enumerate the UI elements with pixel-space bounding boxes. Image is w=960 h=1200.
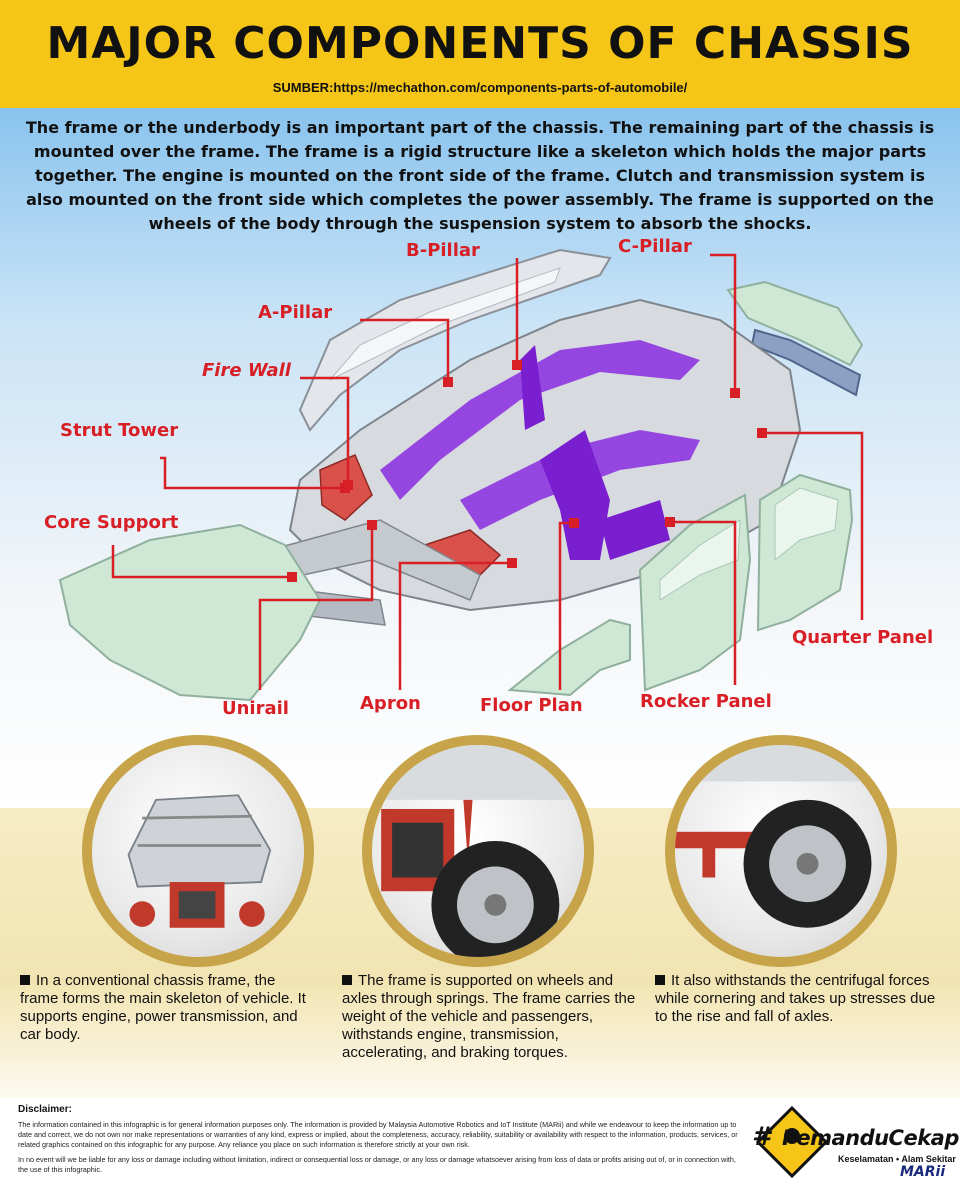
label-apron: Apron [360,693,421,714]
axle-photo-circle [665,735,897,967]
header-banner [0,0,960,108]
bullet-point-3: It also withstands the centrifugal force… [655,972,936,1025]
logo-brand: MARii [900,1164,946,1180]
disclaimer-paragraph-2: In no event will we be liable for any lo… [18,1155,736,1174]
label-c-pillar: C-Pillar [618,236,692,257]
source-link[interactable]: SUMBER:https://mechathon.com/components-… [272,80,688,95]
label-rocker-panel: Rocker Panel [640,691,772,712]
label-b-pillar: B-Pillar [406,240,480,261]
logo-tagline: Keselamatan • Alam Sekitar [838,1154,956,1164]
label-strut-tower: Strut Tower [60,420,179,441]
suspension-photo-circle [362,735,594,967]
bullet-point-2: The frame is supported on wheels and axl… [342,972,636,1061]
logo-hash: # [752,1122,771,1152]
bullet-square-icon [342,975,352,985]
bullet-point-1: In a conventional chassis frame, the fra… [20,972,306,1043]
bullet-square-icon [20,975,30,985]
label-core-support: Core Support [44,512,179,533]
label-fire-wall: Fire Wall [202,360,291,381]
disclaimer-title: Disclaimer: [18,1104,72,1115]
intro-paragraph: The frame or the underbody is an importa… [25,118,935,233]
bullet-square-icon [655,975,665,985]
page-title: MAJOR COMPONENTS OF CHASSIS [46,18,914,69]
disclaimer-paragraph-1: The information contained in this infogr… [18,1120,738,1149]
label-floor-plan: Floor Plan [480,695,583,716]
chassis-photo-circle [82,735,314,967]
label-quarter-panel: Quarter Panel [792,627,934,648]
logo-name: PemanduCekap [782,1126,959,1150]
label-unirail: Unirail [222,698,289,719]
label-a-pillar: A-Pillar [258,302,333,323]
warning-sign-icon [755,1105,829,1179]
